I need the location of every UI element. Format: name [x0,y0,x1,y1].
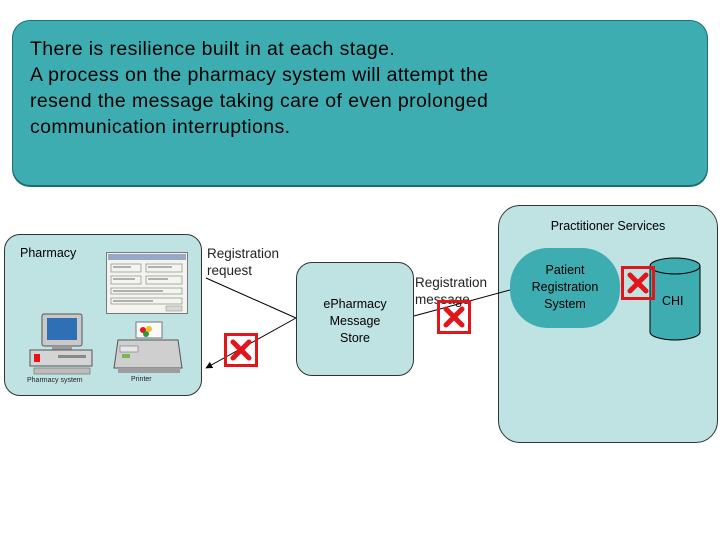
epharmacy-store-line-2: Message [329,314,381,328]
registration-message-label: Registration message [415,274,487,308]
chi-label: CHI [662,294,684,308]
registration-request-label: Registration request [207,245,279,279]
prs-line-2: Registration [531,280,599,294]
callout-banner [12,20,708,186]
epharmacy-store-line-3: Store [340,331,370,345]
failure-x-icon [224,333,258,367]
prs-line-3: System [544,297,586,311]
callout-text: There is resilience built in at each sta… [30,36,690,140]
printer-caption: Printer [131,376,152,383]
failure-x-icon [437,300,471,334]
registration-message-line-1: Registration [415,275,488,290]
epharmacy-store-line-1: ePharmacy [323,297,387,311]
callout-line-4: communication interruptions. [30,116,291,138]
registration-message-line-2: message [415,292,470,307]
callout-line-3: resend the message taking care of even p… [30,90,489,112]
registration-request-line-2: request [207,263,253,278]
computer-caption: Pharmacy system [27,377,83,384]
prs-line-1: Patient [545,263,585,277]
registration-request-line-1: Registration [207,246,280,261]
pharmacy-label: Pharmacy [20,246,77,260]
epharmacy-store-label: ePharmacy Message Store [296,296,414,347]
desktop-computer-icon [29,313,93,375]
failure-x-icon [621,266,655,300]
callout-line-2: A process on the pharmacy system will at… [30,64,489,86]
patient-registration-system-node [510,248,620,328]
practitioner-services-label: Practitioner Services [550,219,666,233]
printer-icon [113,321,183,373]
database-cylinder-icon [649,257,701,341]
patient-registration-system-label: Patient Registration System [510,262,620,313]
callout-line-1: There is resilience built in at each sta… [30,38,396,60]
request-line [205,277,297,319]
document-thumbnail-icon [106,252,188,314]
epharmacy-store-box [296,262,414,376]
